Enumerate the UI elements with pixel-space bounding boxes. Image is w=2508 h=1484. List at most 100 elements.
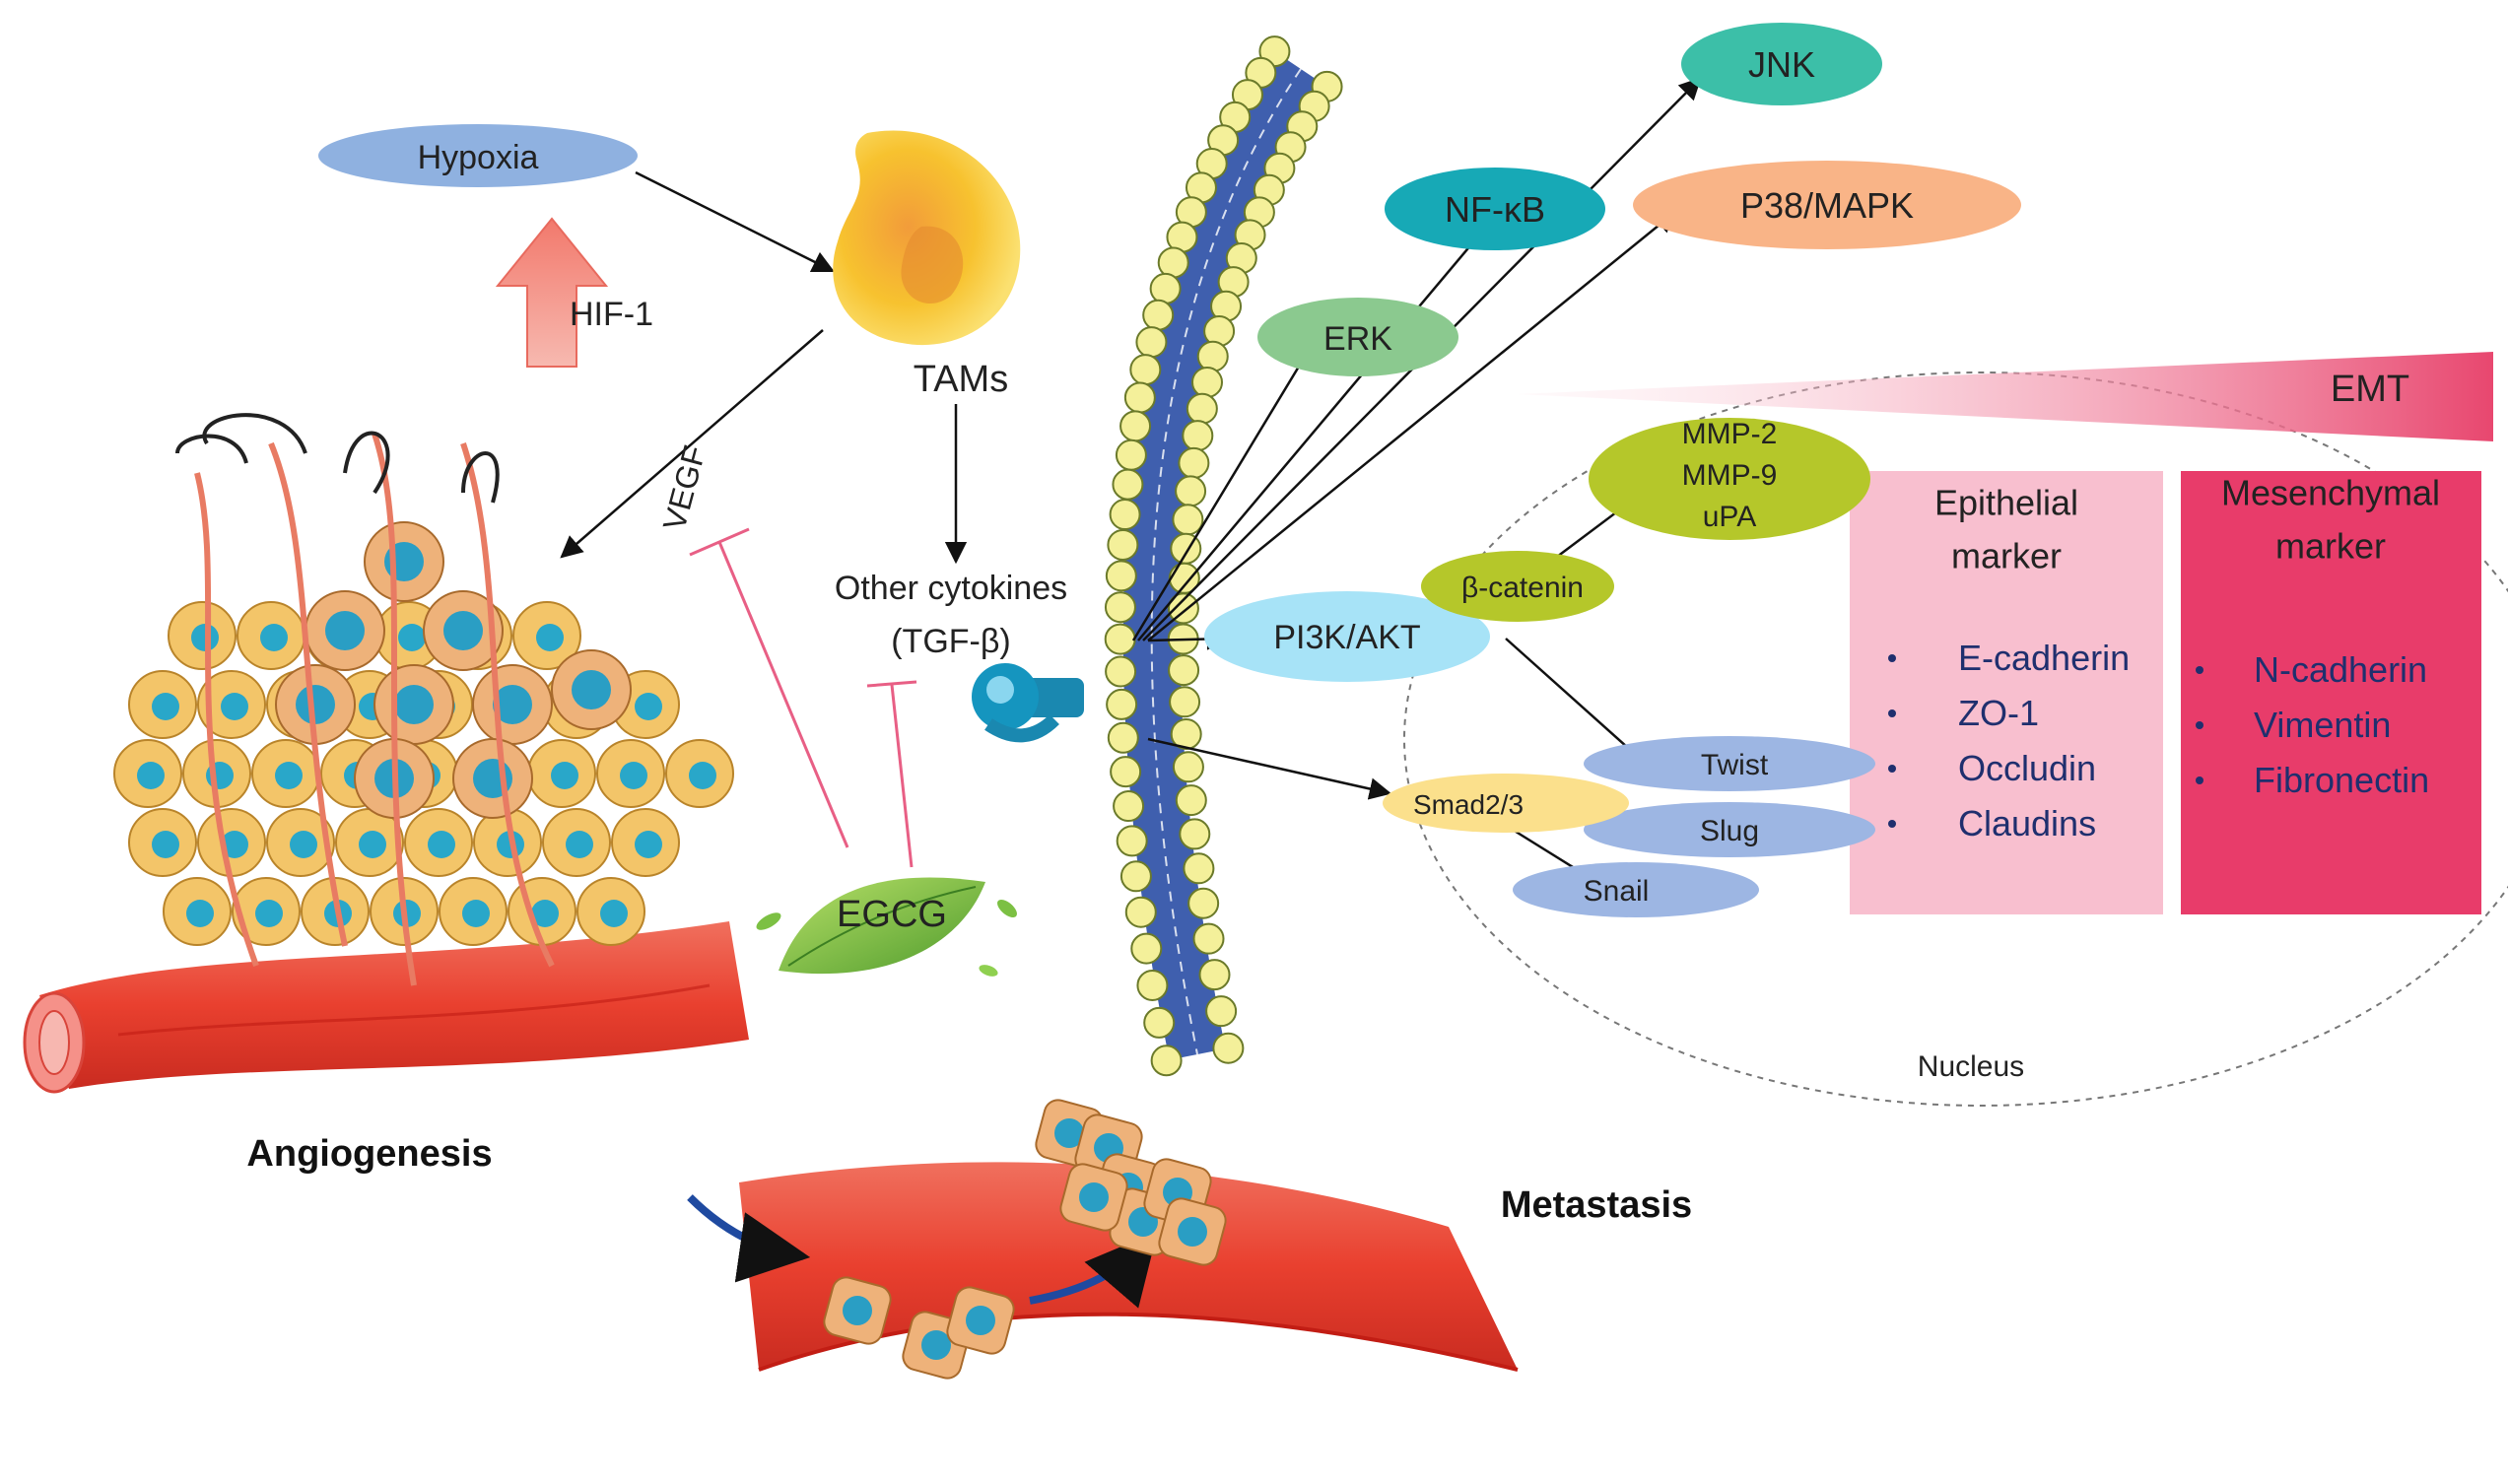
lipid-head [1191,366,1224,398]
tumor-cell-nucleus [221,831,248,858]
bullet [1888,820,1896,828]
epithelial-item: ZO-1 [1958,693,2039,733]
mesenchymal-marker-list: N-cadherin Vimentin Fibronectin [2196,649,2429,800]
lipid-head [1104,591,1136,624]
nucleus-outline [1403,371,2508,1107]
arrow-to-nfkb [1137,217,1495,641]
slug-label: Slug [1700,815,1759,847]
epithelial-title-line1: Epithelial [1934,482,2078,522]
mesenchymal-item: Vimentin [2254,705,2391,745]
membrane-tail-lines [1150,68,1302,1055]
tumor-cell-nucleus [620,762,647,789]
tumor-cell-nucleus [394,685,434,724]
lipid-head [1178,446,1210,479]
lipid-head [1175,784,1207,817]
tumor-cell-nucleus [531,900,559,927]
lipid-head [1130,932,1163,965]
hypoxia-label: Hypoxia [418,139,539,176]
bullet [1888,709,1896,717]
tumor-cell-nucleus [572,670,611,709]
mesenchymal-title-line2: marker [2275,525,2386,566]
arrow-to-p38 [1147,210,1677,641]
angiogenesis-label: Angiogenesis [246,1133,492,1175]
smad-label: Smad2/3 [1413,789,1524,820]
tumor-cell-nucleus [635,831,662,858]
tumor-cell-nucleus [1054,1118,1084,1148]
tumor-cell-nucleus [186,900,214,927]
p38-node [1633,161,2021,249]
p38-label: P38/MAPK [1740,185,1914,226]
nucleus-label: Nucleus [1918,1050,2024,1083]
nfkb-node [1385,168,1605,250]
lipid-head [1183,852,1215,885]
lipid-head [1170,718,1202,751]
lipid-head [1105,560,1137,592]
tumor-cell-cluster [113,521,734,946]
lipid-head [1143,1006,1176,1039]
hypoxia-node [318,124,638,187]
lipid-head [1119,860,1152,893]
circulating-tumor-cells [823,1099,1227,1380]
bcatenin-node [1421,551,1614,622]
epithelial-marker-list: E-cadherin ZO-1 Occludin Claudins [1888,638,2130,843]
lipid-head [1187,887,1220,919]
lipid-head [1112,468,1144,501]
lipid-head [1119,410,1152,442]
tumor-cell-nucleus [493,685,532,724]
pi3k-label: PI3K/AKT [1273,619,1420,656]
lipid-head [1196,340,1229,372]
lipid-head [1149,272,1182,304]
lipid-head [1205,995,1238,1028]
lipid-head [1129,354,1162,386]
lipid-head [1182,420,1214,452]
angiogenic-sprouts [175,413,555,986]
lipid-head [1124,896,1157,928]
inhibition-lines [689,527,917,868]
green-tea-leaf-icon [756,877,1017,977]
tumor-cell-nucleus [689,762,716,789]
nfkb-label: NF-κB [1445,189,1545,230]
lipid-head [1212,1032,1245,1064]
tumor-cell-nucleus [325,611,365,650]
twist-node [1584,736,1875,791]
tumor-cell-nucleus [843,1296,872,1325]
tumor-cell-nucleus [296,685,335,724]
tgf-beta-label: (TGF-β) [891,623,1011,660]
lipid-head [1113,790,1145,823]
lipid-head [1157,246,1189,279]
inhibit-vegf [717,541,849,848]
bullet [1888,654,1896,662]
mmp9-label: MMP-9 [1682,459,1778,492]
lipid-head [1105,655,1137,688]
tumor-cell-nucleus [1178,1217,1207,1247]
lipid-head [1167,592,1199,625]
inhibit-cytokines [890,684,914,868]
arrow-tams-angiogenesis [560,329,824,559]
lipid-head [1136,969,1169,1001]
lipid-head [1110,756,1142,788]
tumor-cell-nucleus [152,831,179,858]
lipid-head [1109,499,1141,531]
tumor-cell-nucleus [966,1306,995,1335]
lipid-head [1104,623,1136,655]
lipid-head [1107,721,1139,754]
jnk-label: JNK [1748,44,1815,85]
jnk-node [1681,23,1882,105]
mmp-node [1589,418,1870,540]
tumor-cell-nucleus [462,900,490,927]
arrow-to-smad [1147,737,1392,800]
lipid-head [1150,1045,1183,1077]
lipid-head [1175,475,1207,507]
tumor-cell-nucleus [551,762,578,789]
snail-label: Snail [1584,875,1650,908]
lipid-head [1172,504,1204,536]
upa-label: uPA [1703,501,1756,533]
epithelial-item: Occludin [1958,748,2096,788]
tam-macrophage-icon [833,130,1021,346]
lipid-head [1123,381,1156,414]
hif1-up-arrow-icon [495,217,609,368]
hif1-label: HIF-1 [570,296,653,333]
bcatenin-label: β-catenin [1461,572,1584,604]
